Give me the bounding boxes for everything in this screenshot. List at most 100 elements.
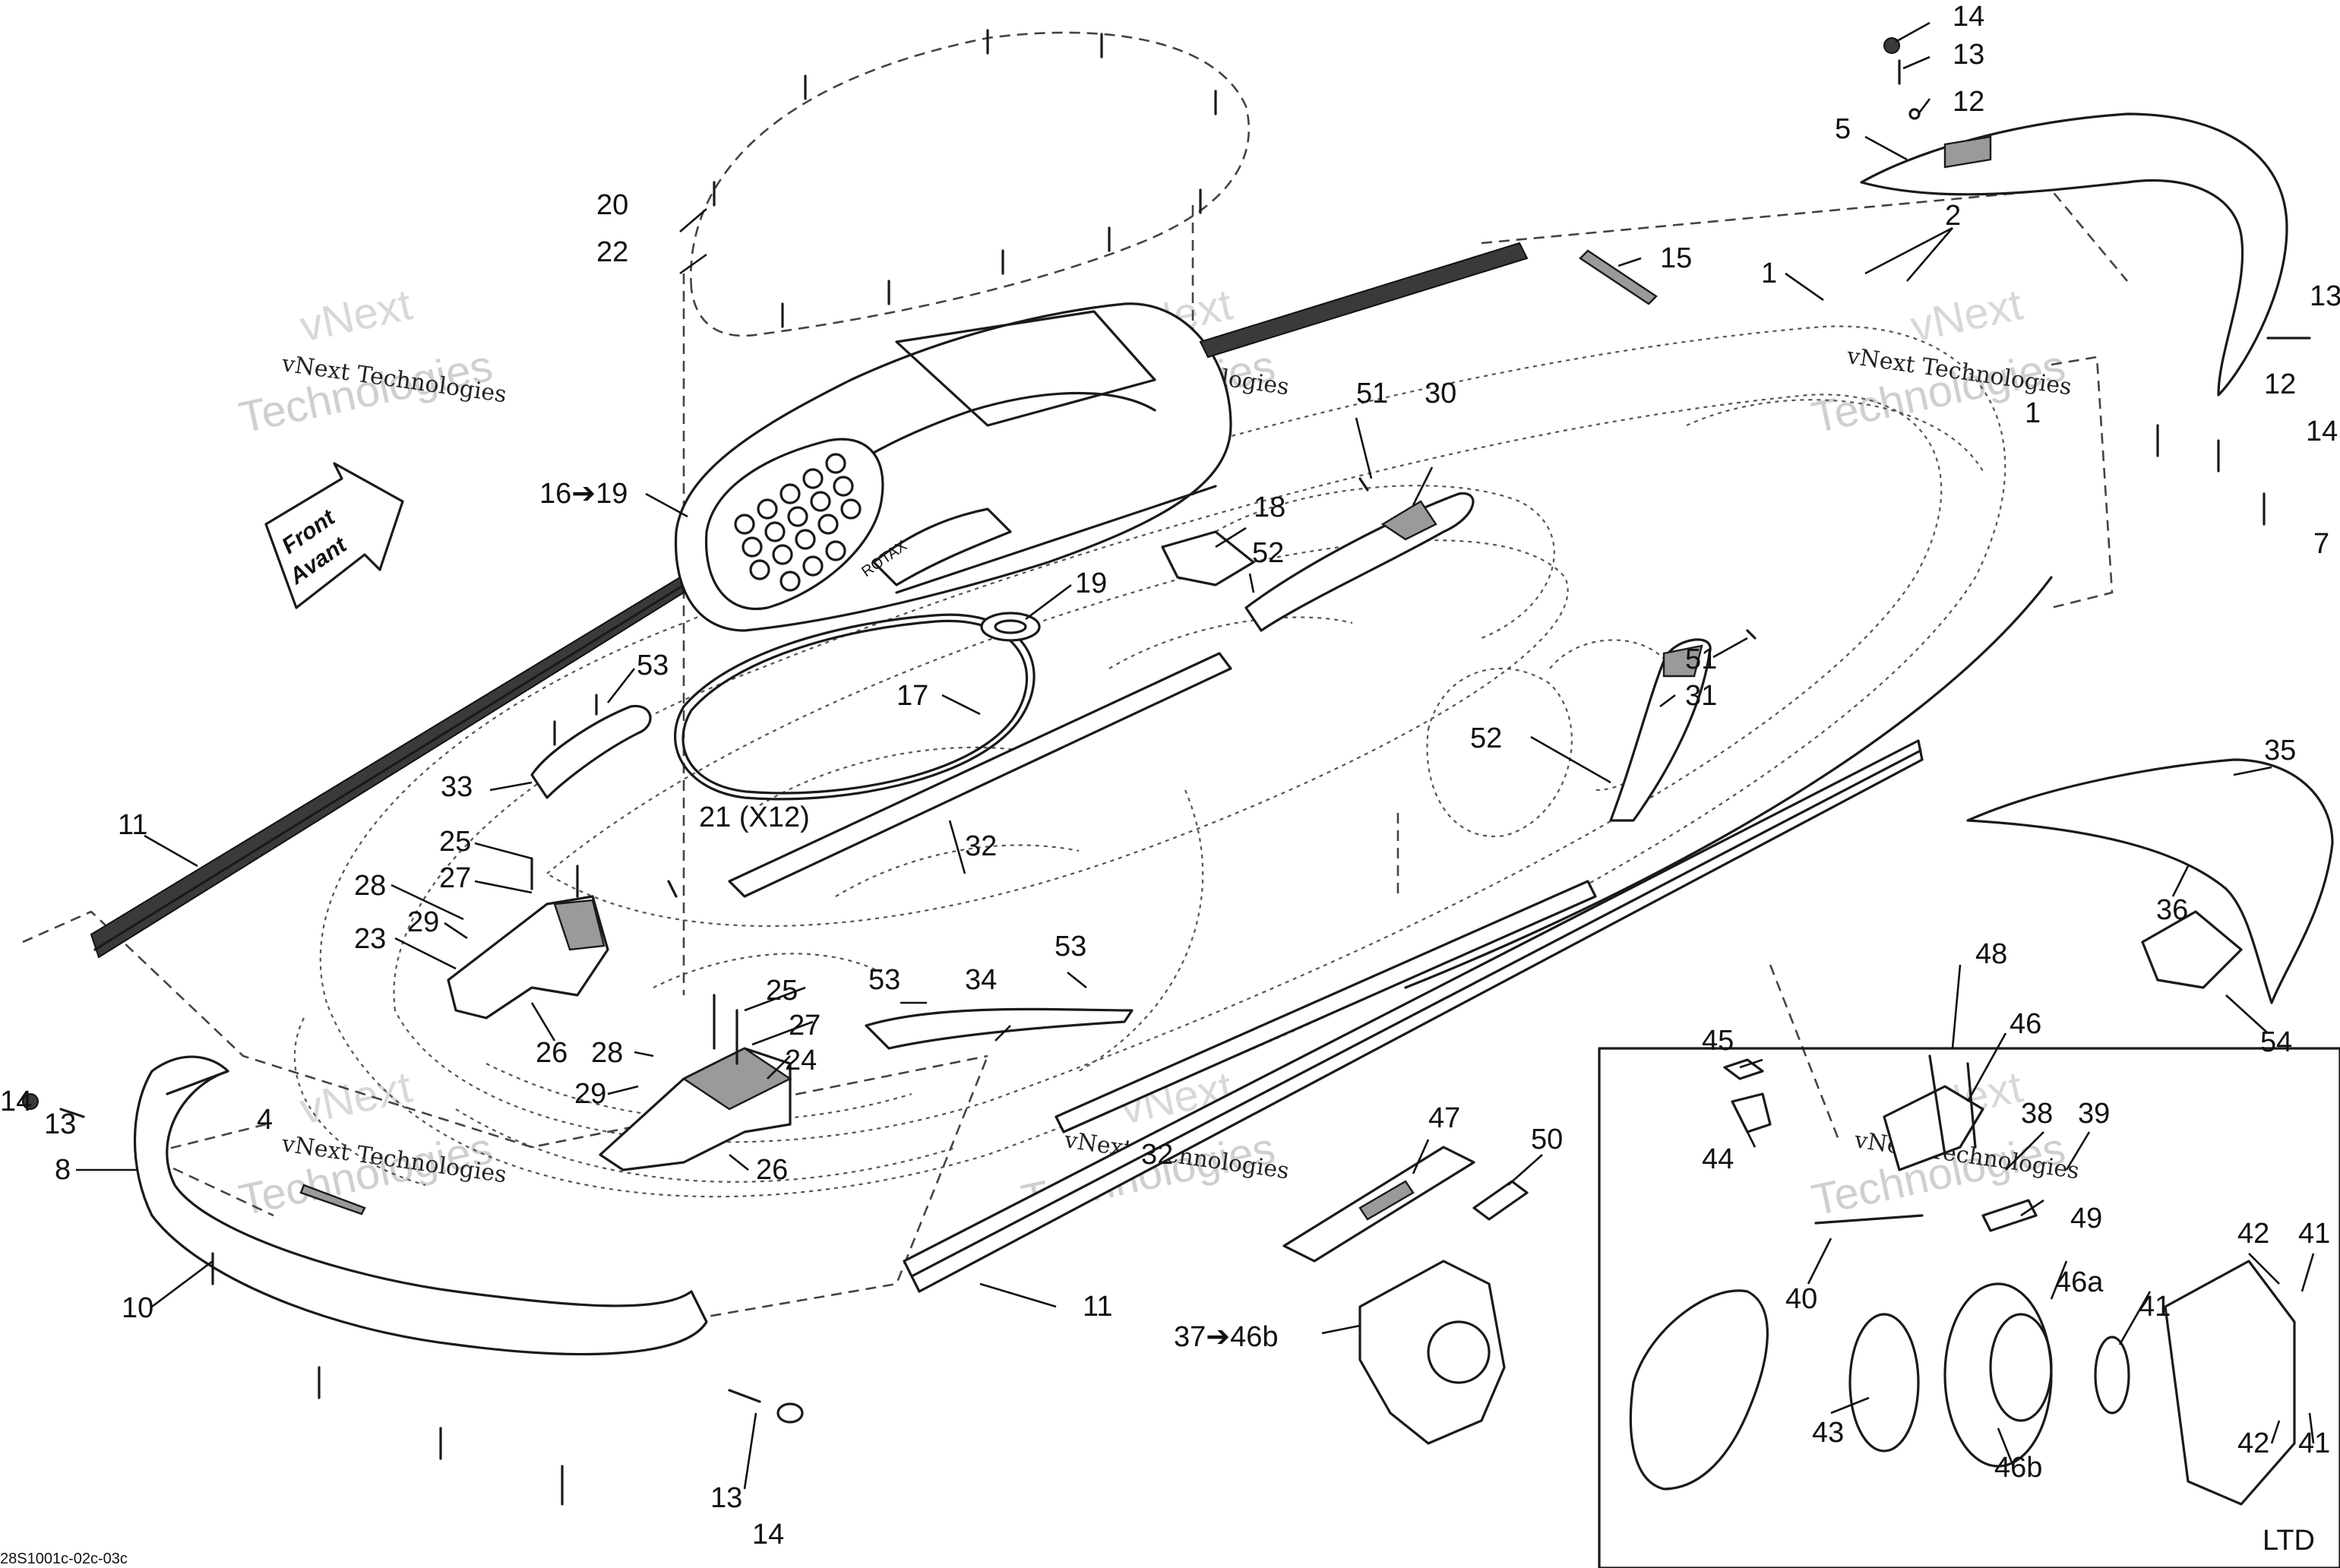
ltd-inset-parts bbox=[1629, 1054, 2296, 1506]
callout-7: 7 bbox=[2313, 528, 2329, 560]
callout-14: 14 bbox=[0, 1086, 32, 1118]
trim-strip-top-left bbox=[1199, 242, 1529, 359]
watermark-vnext: vNext bbox=[296, 1062, 416, 1133]
callout-46a: 46a bbox=[2055, 1266, 2104, 1298]
part-41 bbox=[2094, 1336, 2130, 1415]
callout-12: 12 bbox=[2264, 368, 2296, 400]
callout-52: 52 bbox=[1470, 722, 1502, 754]
callout-13: 13 bbox=[2310, 280, 2340, 312]
trim-strip-15 bbox=[1579, 249, 1658, 305]
part-46b-inner bbox=[1989, 1313, 2053, 1422]
callout-43: 43 bbox=[1812, 1417, 1844, 1449]
callout-30: 30 bbox=[1425, 378, 1456, 409]
part-45 bbox=[1723, 1058, 1764, 1080]
callout-11: 11 bbox=[118, 809, 147, 841]
part-46a bbox=[1629, 1289, 1769, 1491]
part-50 bbox=[1472, 1180, 1529, 1221]
trim-34 bbox=[865, 1007, 1134, 1050]
rear-handle-5 bbox=[1860, 112, 2288, 397]
trim-strip-11-left bbox=[90, 576, 685, 959]
callout-27: 27 bbox=[439, 862, 471, 894]
seal-18 bbox=[1161, 530, 1255, 586]
callout-27: 27 bbox=[789, 1010, 821, 1042]
callout-53: 53 bbox=[1055, 931, 1086, 963]
callout-53: 53 bbox=[637, 650, 669, 681]
part-49 bbox=[1981, 1199, 2038, 1232]
screws bbox=[22, 37, 2311, 1506]
callout-48: 48 bbox=[1975, 938, 2007, 970]
callout-41: 41 bbox=[2298, 1218, 2330, 1250]
trim-strip-32-lower bbox=[1055, 576, 2053, 1133]
callout-4: 4 bbox=[257, 1104, 273, 1136]
hood-honeycomb-grille bbox=[704, 438, 884, 610]
callout-13: 13 bbox=[1953, 39, 1984, 71]
callout-16-19: 16➔19 bbox=[539, 478, 628, 510]
callout-35: 35 bbox=[2264, 735, 2296, 767]
storage-hood-16-19: ROTAX bbox=[674, 302, 1232, 632]
callout-13: 13 bbox=[710, 1482, 742, 1514]
callout-24: 24 bbox=[785, 1045, 817, 1076]
callout-5: 5 bbox=[1835, 113, 1851, 145]
handle-30 bbox=[1244, 492, 1475, 632]
callout-18: 18 bbox=[1254, 492, 1285, 523]
callout-45: 45 bbox=[1702, 1025, 1734, 1057]
callout-52: 52 bbox=[1252, 537, 1284, 569]
callout-38: 38 bbox=[2021, 1098, 2053, 1130]
callout-41: 41 bbox=[2298, 1427, 2330, 1459]
callout-28: 28 bbox=[354, 870, 386, 902]
callout-8: 8 bbox=[55, 1154, 71, 1186]
bolt-20 bbox=[713, 29, 1217, 328]
callout-19: 19 bbox=[1075, 567, 1107, 599]
cover-47 bbox=[1282, 1146, 1475, 1263]
callout-47: 47 bbox=[1428, 1102, 1460, 1134]
seal-19 bbox=[980, 612, 1041, 642]
part-43 bbox=[1848, 1313, 1920, 1453]
callout-33: 33 bbox=[441, 771, 473, 803]
leader-lines bbox=[76, 21, 2315, 1490]
callout-ltd: LTD bbox=[2263, 1525, 2315, 1557]
callout-26: 26 bbox=[756, 1154, 788, 1186]
callout-29: 29 bbox=[574, 1078, 606, 1110]
callout-42: 42 bbox=[2237, 1218, 2269, 1250]
callout-22: 22 bbox=[596, 236, 628, 268]
callout-25: 25 bbox=[766, 975, 798, 1007]
callout-28: 28 bbox=[591, 1037, 623, 1069]
callout-14: 14 bbox=[1953, 1, 1984, 33]
callout-23: 23 bbox=[354, 923, 386, 955]
front-arrow: Front Avant bbox=[264, 462, 404, 609]
callout-50: 50 bbox=[1531, 1124, 1563, 1155]
callout-14: 14 bbox=[2306, 416, 2338, 447]
callout-40: 40 bbox=[1785, 1283, 1817, 1315]
part-42 bbox=[2164, 1260, 2296, 1506]
callout-46: 46 bbox=[2010, 1008, 2041, 1040]
part-40 bbox=[1814, 1214, 1924, 1225]
callout-1: 1 bbox=[2025, 397, 2041, 429]
callout-12: 12 bbox=[1953, 86, 1984, 118]
callout-29: 29 bbox=[407, 906, 439, 938]
handle-33 bbox=[530, 694, 652, 799]
seal-17 bbox=[674, 613, 1036, 801]
callout-25: 25 bbox=[439, 826, 471, 858]
callout-39: 39 bbox=[2078, 1098, 2110, 1130]
callout-46b: 46b bbox=[1994, 1452, 2042, 1484]
assembly-37-46b bbox=[1358, 1260, 1506, 1445]
callout-51: 51 bbox=[1356, 378, 1388, 409]
part-46b bbox=[1943, 1282, 2053, 1468]
watermark-vnext: vNext bbox=[1906, 280, 2027, 351]
callout-13: 13 bbox=[44, 1108, 76, 1140]
callout-20: 20 bbox=[596, 189, 628, 221]
figure-id: 28S1001c-02c-03c bbox=[0, 1551, 128, 1567]
callout-10: 10 bbox=[122, 1292, 153, 1324]
bracket-23 bbox=[447, 857, 609, 1020]
block-54 bbox=[2141, 910, 2243, 989]
callout-1: 1 bbox=[1761, 258, 1777, 289]
callout-37-46b: 37➔46b bbox=[1174, 1321, 1279, 1353]
watermark-vnext: vNext bbox=[296, 280, 416, 351]
callout-31: 31 bbox=[1685, 680, 1717, 712]
callout-49: 49 bbox=[2070, 1203, 2102, 1234]
ltd-inset-frame bbox=[1598, 1047, 2340, 1568]
callout-21: 21 (X12) bbox=[699, 801, 810, 833]
callout-11: 11 bbox=[1083, 1291, 1112, 1323]
